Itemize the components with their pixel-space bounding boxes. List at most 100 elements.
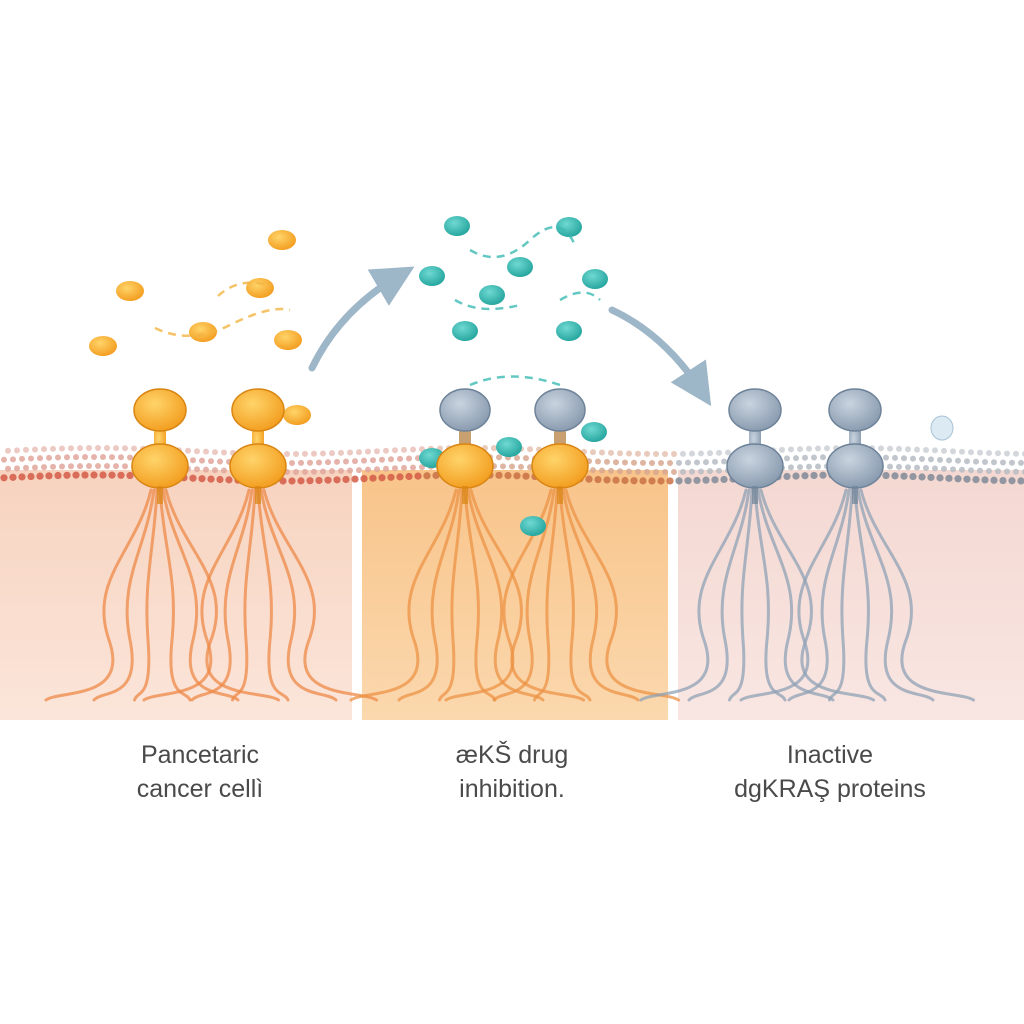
free-molecules xyxy=(89,216,954,536)
drug-molecule xyxy=(419,266,445,286)
membrane-bead xyxy=(986,467,992,474)
membrane-bead xyxy=(131,445,137,452)
membrane-bead xyxy=(86,445,92,452)
membrane-bead xyxy=(1013,450,1019,457)
protein-head xyxy=(828,388,882,432)
membrane-bead xyxy=(716,467,722,474)
membrane-bead xyxy=(693,476,701,485)
membrane-bead xyxy=(126,471,134,480)
membrane-bead xyxy=(815,463,821,470)
membrane-bead xyxy=(95,463,101,470)
membrane-bead xyxy=(923,464,929,471)
protein-anchor xyxy=(852,486,858,504)
membrane-bead xyxy=(644,450,650,457)
membrane-bead xyxy=(86,463,92,470)
membrane-bead xyxy=(54,471,62,480)
ligand-molecule xyxy=(189,322,217,342)
membrane-bead xyxy=(653,450,659,457)
membrane-bead xyxy=(891,472,899,480)
caption-drug-inhibition: æKŠ drug inhibition. xyxy=(352,738,672,806)
membrane-bead xyxy=(797,446,803,453)
membrane-bead xyxy=(50,463,56,470)
membrane-bead xyxy=(63,471,71,479)
membrane-bead xyxy=(585,475,593,483)
filament-strand xyxy=(787,488,851,702)
membrane-bead xyxy=(28,455,34,462)
filament-strand xyxy=(853,488,887,702)
protein-head xyxy=(439,388,491,432)
protein-anchor xyxy=(557,486,563,504)
membrane-bead xyxy=(320,450,326,457)
caption-cancer-cell: Pancetaric cancer cellì xyxy=(40,738,360,806)
membrane-bead xyxy=(203,448,209,455)
membrane-bead xyxy=(968,449,974,456)
membrane-bead xyxy=(635,450,641,457)
membrane-bead xyxy=(720,475,728,484)
membrane-bead xyxy=(5,447,11,454)
membrane-bead xyxy=(320,468,326,475)
membrane-bead xyxy=(981,476,989,484)
ligand-molecule xyxy=(116,281,144,301)
membrane-bead xyxy=(118,454,124,461)
membrane-bead xyxy=(414,472,422,480)
membrane-bead xyxy=(41,464,47,471)
membrane-bead xyxy=(927,473,935,482)
filament-strand xyxy=(639,488,748,702)
membrane-bead xyxy=(401,464,407,471)
caption-inactive-kras-line-2: dgKRAŞ proteins xyxy=(734,775,926,803)
membrane-bead xyxy=(90,471,98,479)
membrane-bead xyxy=(333,476,341,484)
membrane-bead xyxy=(887,445,893,452)
membrane-bead xyxy=(500,463,506,470)
membrane-bead xyxy=(72,471,80,479)
membrane-bead xyxy=(883,454,889,461)
membrane-bead xyxy=(878,445,884,452)
membrane-bead xyxy=(306,477,314,485)
membrane-bead xyxy=(356,467,362,474)
protein-body xyxy=(531,443,589,489)
filament-strand xyxy=(687,488,751,702)
membrane-bead xyxy=(504,471,512,480)
membrane-bead xyxy=(599,449,605,456)
bond-line xyxy=(154,307,291,338)
filament-strand xyxy=(142,488,251,702)
drug-molecule xyxy=(556,217,582,237)
membrane-bead xyxy=(396,473,404,481)
drug-molecule xyxy=(444,216,470,236)
membrane-bead xyxy=(91,454,97,461)
membrane-bead xyxy=(410,446,416,453)
membrane-bead xyxy=(1009,459,1015,466)
membrane-bead xyxy=(59,463,65,470)
membrane-bead xyxy=(604,458,610,465)
membrane-bead xyxy=(707,450,713,457)
membrane-bead xyxy=(721,458,727,465)
membrane-bead xyxy=(302,450,308,457)
membrane-bead xyxy=(68,445,74,452)
membrane-bead xyxy=(689,468,695,475)
membrane-bead xyxy=(671,468,677,475)
membrane-bead xyxy=(995,468,1001,475)
membrane-bead xyxy=(986,449,992,456)
membrane-bead xyxy=(964,458,970,465)
membrane-bead xyxy=(324,476,332,484)
membrane-bead xyxy=(887,463,893,470)
membrane-bead xyxy=(14,465,20,472)
membrane-bead xyxy=(793,455,799,462)
membrane-bead xyxy=(712,458,718,465)
membrane-bead xyxy=(334,458,340,465)
membrane-bead xyxy=(514,454,520,461)
filament-strand xyxy=(828,488,854,702)
ligand-molecule xyxy=(89,336,117,356)
membrane-bead xyxy=(104,445,110,452)
membrane-bead xyxy=(347,467,353,474)
ligand-molecule xyxy=(274,330,302,350)
panel-1-background xyxy=(0,470,352,720)
caption-cancer-cell-line-2: cancer cellì xyxy=(136,775,264,803)
protein-body xyxy=(229,443,287,489)
membrane-bead xyxy=(716,449,722,456)
membrane-bead xyxy=(1017,477,1024,485)
membrane-bead xyxy=(397,455,403,462)
membrane-bead xyxy=(662,468,668,475)
membrane-bead xyxy=(802,454,808,461)
arrow-to-drug-panel xyxy=(308,266,415,372)
